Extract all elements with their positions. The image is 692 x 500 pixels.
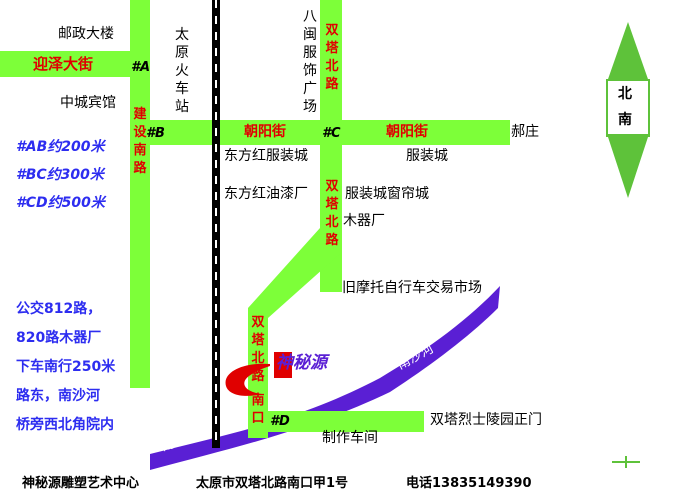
road-label-chaoyang-right: 朝阳街: [386, 124, 428, 140]
road-label-chaoyang-left: 朝阳街: [244, 124, 286, 140]
road-jianshe-south: [130, 0, 150, 388]
bus-info-line-2: 820路木器厂: [16, 330, 102, 346]
footer-name: 神秘源雕塑艺术中心: [22, 476, 140, 491]
road-shuangta-north-diagonal: [248, 228, 342, 348]
compass-north-label: 北: [618, 86, 632, 102]
brand-logo-text: 神秘源: [276, 353, 327, 373]
road-label-shuangta-north-top: 双塔北路: [325, 23, 339, 92]
place-hao-zhuang: 郝庄: [511, 124, 539, 140]
road-label-shuangta-north-low: 双塔北路: [251, 315, 265, 384]
place-motorcycle-market: 旧摩托自行车交易市场: [342, 280, 482, 296]
distance-ab: #AB约200米: [16, 139, 105, 155]
footer-mark-icon: [612, 456, 640, 468]
road-yingze: [0, 51, 150, 77]
junction-c: #C: [322, 126, 341, 141]
place-curtain-city: 服装城窗帘城: [345, 186, 429, 202]
junction-b: #B: [146, 126, 165, 141]
place-dongfanghong-clothing: 东方红服装城: [224, 148, 308, 164]
bus-info-line-3: 下车南行250米: [16, 359, 116, 375]
road-label-nankou: 南口: [251, 393, 265, 426]
road-to-cemetery: [248, 411, 424, 432]
compass-arrow-down: [607, 134, 649, 198]
road-label-yingze: 迎泽大街: [33, 55, 94, 73]
distance-cd: #CD约500米: [16, 195, 105, 211]
place-bayi-square: 八闽服饰广场: [303, 9, 317, 115]
distance-bc: #BC约300米: [16, 167, 104, 183]
place-zhongcheng-hotel: 中城宾馆: [60, 95, 116, 111]
place-clothing-city: 服装城: [406, 148, 448, 164]
place-cemetery-gate: 双塔烈士陵园正门: [430, 412, 542, 428]
place-dongfanghong-paint: 东方红油漆厂: [224, 186, 308, 202]
bus-info-line-4: 路东，南沙河: [16, 388, 100, 404]
place-taiyuan-station: 太原火车站: [175, 27, 189, 115]
road-label-shuangta-north-mid: 双塔北路: [325, 179, 339, 248]
bus-info-line-5: 桥旁西北角院内: [16, 417, 114, 433]
compass-band: [606, 79, 650, 137]
junction-a: #A: [131, 60, 151, 75]
road-shuangta-north-lower: [248, 312, 268, 438]
place-workshop: 制作车间: [322, 430, 378, 446]
logo-swoosh-icon: [225, 363, 270, 396]
road-shuangta-north-upper: [320, 0, 342, 292]
compass-south-label: 南: [618, 112, 632, 128]
bus-info-line-1: 公交812路，: [16, 301, 102, 317]
compass-arrow-up: [607, 22, 649, 82]
road-label-jianshe-south: 建设南路: [133, 107, 147, 176]
junction-d: #D: [270, 414, 290, 429]
logo-badge: [274, 352, 292, 378]
place-wood-factory: 木器厂: [343, 213, 385, 229]
footer-address: 太原市双塔北路南口甲1号: [196, 476, 349, 491]
place-post-office: 邮政大楼: [58, 26, 114, 42]
river-shape: [150, 286, 500, 470]
footer-phone: 电话13835149390: [406, 476, 532, 491]
